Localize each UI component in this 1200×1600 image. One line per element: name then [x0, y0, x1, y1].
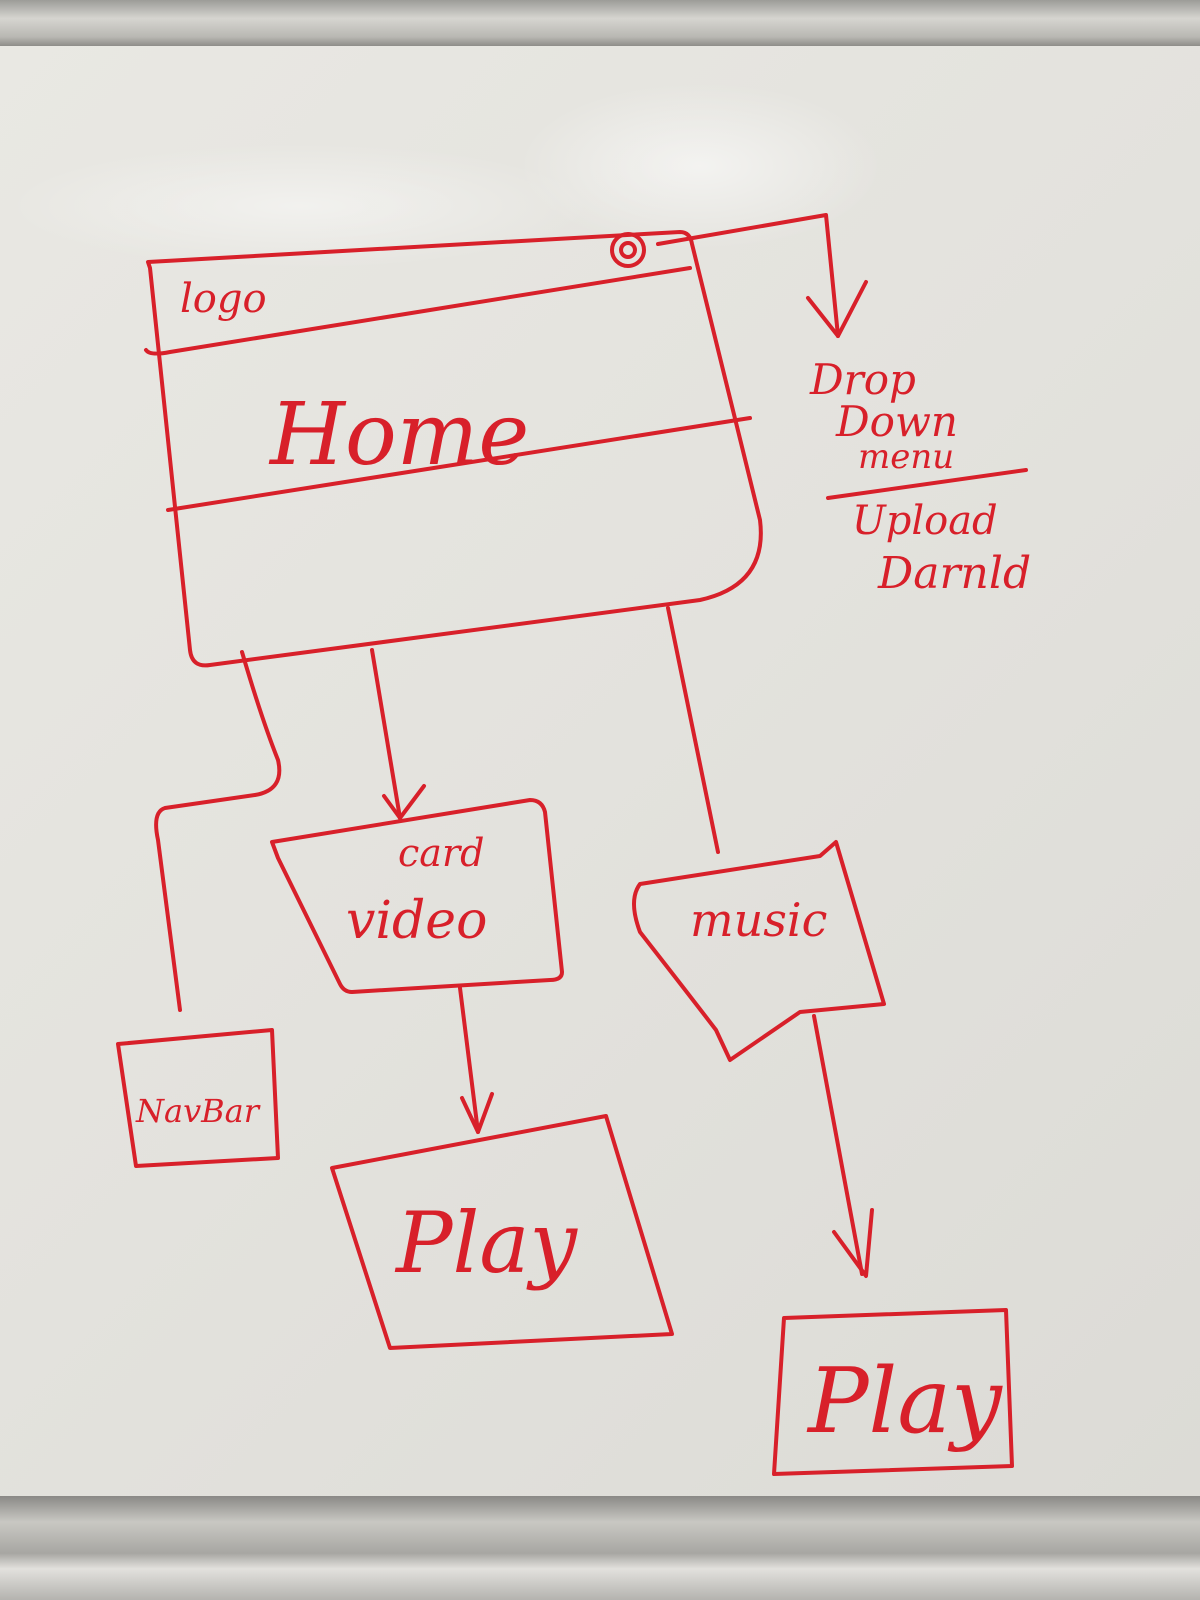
- card-label: card: [398, 831, 484, 875]
- card-connector-arrow: [370, 648, 426, 820]
- dropdown-divider: [826, 468, 1028, 500]
- card-video-box: [270, 798, 564, 994]
- play-music-box: [772, 1308, 1014, 1476]
- dropdown-label-line1: Drop: [809, 355, 916, 404]
- video-label: video: [346, 891, 487, 951]
- music-connector: [666, 606, 720, 854]
- music-box: [632, 840, 886, 1062]
- card-to-play-arrow: [458, 986, 494, 1134]
- home-page-box: [144, 230, 763, 668]
- whiteboard-frame-top: [0, 0, 1200, 46]
- dropdown-connector-arrow: [656, 213, 868, 338]
- music-label: music: [690, 893, 827, 947]
- upload-menu-item: Upload: [852, 498, 998, 544]
- dropdown-label-line2: Down: [835, 397, 958, 446]
- play-video-box: [330, 1114, 674, 1350]
- whiteboard-frame-bottom: [0, 1496, 1200, 1600]
- logo-label: logo: [180, 276, 267, 322]
- play-video-label: Play: [394, 1194, 578, 1292]
- home-label: Home: [268, 385, 529, 485]
- avatar-icon: [610, 232, 646, 268]
- navbar-connector: [154, 650, 282, 1012]
- navbar-box: [116, 1028, 280, 1168]
- download-menu-item: Darnld: [877, 548, 1031, 599]
- music-to-play-arrow: [812, 1014, 874, 1278]
- dropdown-label-line3: menu: [858, 437, 954, 477]
- whiteboard-surface: [0, 46, 1200, 1496]
- navbar-label: NavBar: [135, 1092, 261, 1130]
- play-music-label: Play: [806, 1349, 1003, 1454]
